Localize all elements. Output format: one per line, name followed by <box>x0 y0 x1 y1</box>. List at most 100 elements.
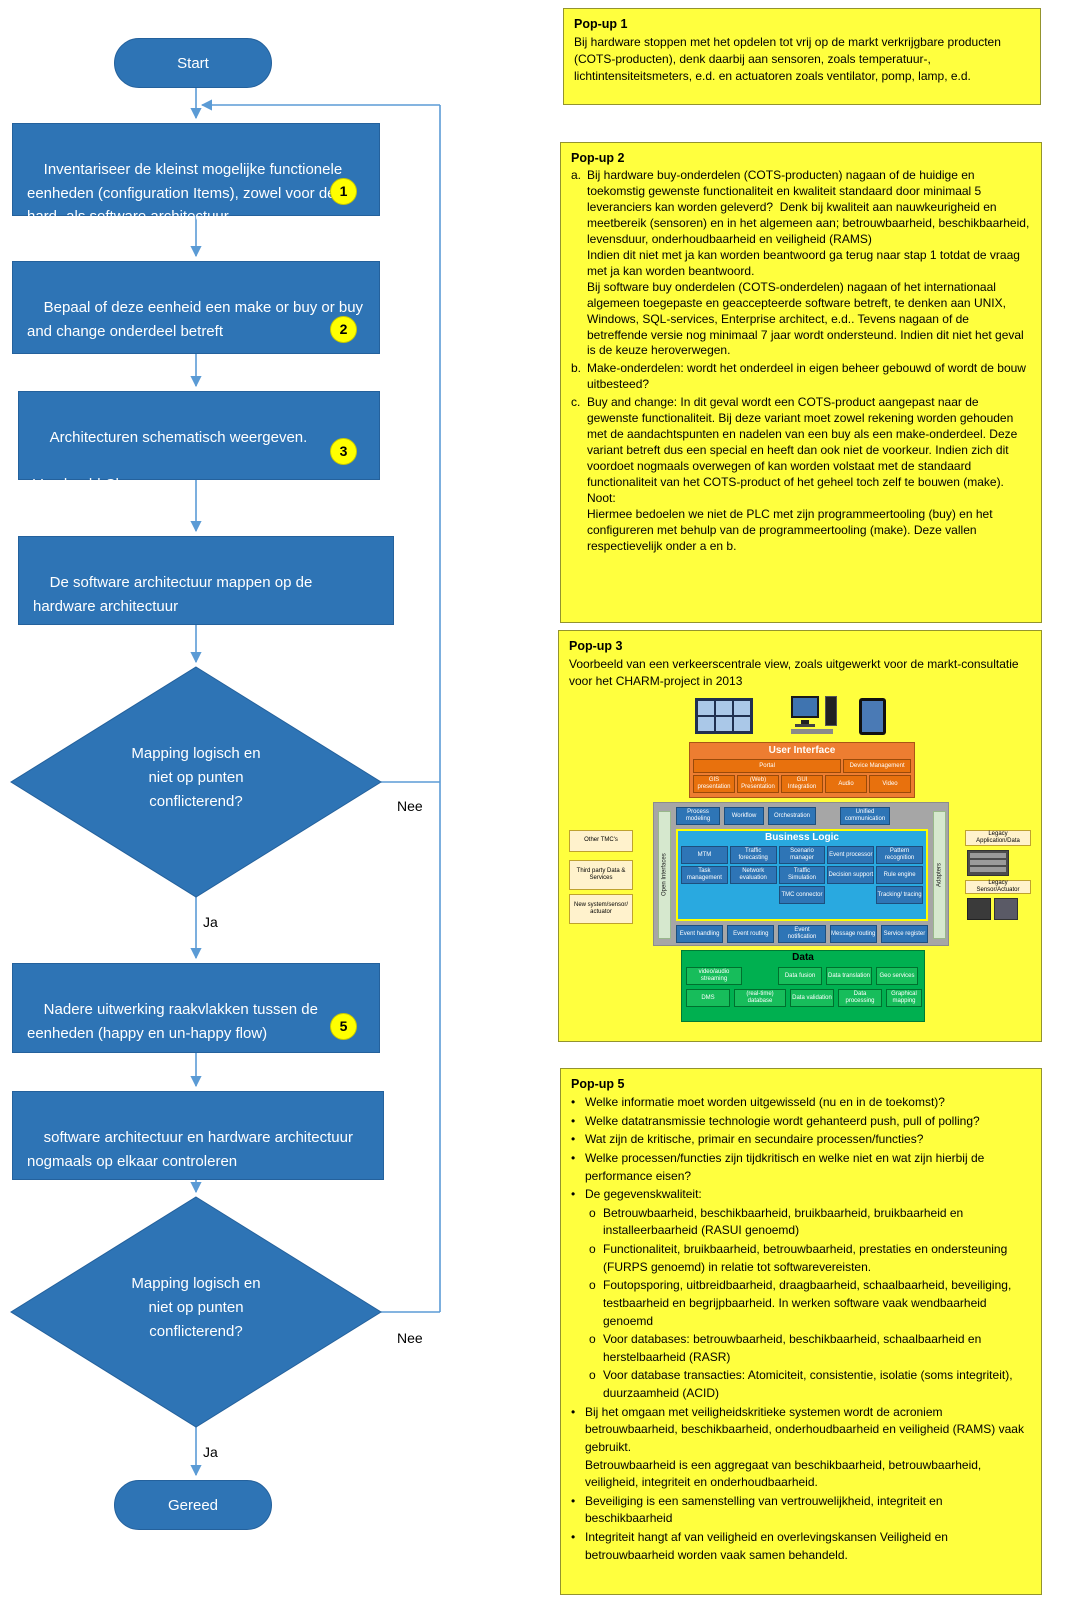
decision2-diamond <box>10 1196 382 1428</box>
popup2-item-a-text: Bij hardware buy-onderdelen (COTS-produc… <box>587 168 1030 358</box>
realtime-database-cell: (real-time) database <box>734 989 786 1008</box>
popup2-item-c-text: Buy and change: In dit geval wordt een C… <box>587 395 1018 553</box>
popup5-item: • Beveiliging is een samenstelling van v… <box>571 1493 1031 1528</box>
popup3-title: Pop-up 3 <box>569 639 623 653</box>
bullet-marker: • <box>571 1095 576 1109</box>
popup5-subitem: o Voor database transacties: Atomiciteit… <box>571 1367 1031 1402</box>
popup5-item: • De gegevenskwaliteit: <box>571 1186 1031 1204</box>
popup2-item-b-text: Make-onderdelen: wordt het onderdeel in … <box>587 361 1030 392</box>
popup2-title: Pop-up 2 <box>571 151 625 165</box>
bl-network-evaluation-cell: Network evaluation <box>729 866 777 885</box>
bullet-marker: • <box>571 1132 576 1147</box>
step4-text: De software architectuur mappen op de ha… <box>33 574 317 615</box>
bl-tmc-connector-cell: TMC connector <box>778 886 826 905</box>
bullet-marker: • <box>571 1404 576 1419</box>
step4-box: De software architectuur mappen op de ha… <box>18 536 394 625</box>
sub-bullet-marker: o <box>589 1242 596 1256</box>
event-routing-cell: Event routing <box>727 925 775 944</box>
bl-tracking-tracing-cell: Tracking/ tracing <box>876 886 923 905</box>
bl-traffic-simulation-cell: Traffic Simulation <box>778 866 826 885</box>
business-logic-grid: MTM Traffic forecasting Scenario manager… <box>678 845 926 907</box>
step2-text: Bepaal of deze eenheid een make or buy o… <box>27 299 368 340</box>
business-logic-title: Business Logic <box>765 832 839 844</box>
data-layer-title: Data <box>792 952 814 964</box>
open-interfaces-strip: Open Interfaces <box>658 811 671 940</box>
popup5-item-text: De gegevenskwaliteit: <box>585 1187 702 1202</box>
ui-portal-cell: Portal <box>693 759 842 774</box>
orchestration-cell: Orchestration <box>768 807 816 826</box>
end-node: Gereed <box>114 1480 272 1530</box>
popup5-item-text: Voor database transacties: Atomiciteit, … <box>603 1368 1016 1400</box>
sub-bullet-marker: o <box>589 1278 596 1293</box>
popup5-subitem: o Betrouwbaarheid, beschikbaarheid, brui… <box>571 1205 1031 1240</box>
third-party-data-services-box: Third party Data & Services <box>569 860 633 891</box>
step3-text: Architecturen schematisch weergeven. Voo… <box>33 429 308 493</box>
business-logic-layer: Business Logic MTM Traffic forecasting S… <box>676 829 928 922</box>
sub-bullet-marker: o <box>589 1205 596 1220</box>
popup5-item-text: Welke datatransmissie technologie wordt … <box>585 1113 980 1128</box>
user-interface-title: User Interface <box>768 745 836 757</box>
decision1-text: Mapping logisch en niet op punten confli… <box>131 745 261 810</box>
ui-web-presentation-cell: (Web) Presentation <box>737 775 779 794</box>
graphical-mapping-cell: Graphical mapping <box>886 989 922 1008</box>
start-label: Start <box>177 54 209 72</box>
sub-bullet-marker: o <box>589 1332 596 1347</box>
popup5-item-text: Integriteit hangt af van veiligheid en o… <box>585 1530 952 1562</box>
popup2-item-c: c. Buy and change: In dit geval wordt ee… <box>571 395 1031 555</box>
decision2-ja-label: Ja <box>203 1444 218 1460</box>
event-handling-cell: Event handling <box>676 925 724 944</box>
process-modeling-cell: Process modeling <box>676 807 720 826</box>
service-register-cell: Service register <box>880 925 929 944</box>
end-label: Gereed <box>167 1496 219 1514</box>
step2-box: Bepaal of deze eenheid een make or buy o… <box>12 261 380 354</box>
bullet-marker: • <box>571 1493 576 1508</box>
decision2-text: Mapping logisch en niet op punten confli… <box>131 1275 261 1340</box>
other-tmcs-box: Other TMC's <box>569 830 633 853</box>
popup5-item-text: Betrouwbaarheid, beschikbaarheid, bruikb… <box>603 1205 967 1238</box>
video-audio-streaming-cell: video/audio streaming <box>686 967 742 986</box>
control-room-image <box>695 698 753 735</box>
step3-badge: 3 <box>330 438 357 465</box>
adapters-strip: Adapters <box>933 811 946 940</box>
step1-text: Inventariseer de kleinst mogelijke funct… <box>27 161 343 225</box>
popup5-item-text: Functionaliteit, bruikbaarheid, betrouwb… <box>603 1242 1011 1274</box>
message-routing-cell: Message routing <box>829 925 877 944</box>
legacy-application-data-box: Legacy Application/Data <box>965 830 1031 847</box>
popup5-item-text: Welke processen/functies zijn tijdkritis… <box>585 1150 988 1183</box>
ui-device-management-cell: Device Management <box>843 759 911 774</box>
bullet-marker: • <box>571 1113 576 1128</box>
user-interface-layer: User Interface Portal Device Management … <box>689 742 915 799</box>
middleware-layer: Open Interfaces Adapters Process modelin… <box>653 802 949 947</box>
desktop-computer-image <box>791 696 837 736</box>
step6-box: software architectuur en hardware archit… <box>12 1091 384 1180</box>
popup5-item: • Integriteit hangt af van veiligheid en… <box>571 1529 1031 1564</box>
decision1-nee-label: Nee <box>397 798 423 814</box>
step1-badge: 1 <box>330 178 357 205</box>
step6-text: software architectuur en hardware archit… <box>27 1129 358 1170</box>
popup2-item-a: a. Bij hardware buy-onderdelen (COTS-pro… <box>571 168 1031 359</box>
popup5-item-text: Beveiliging is een samenstelling van ver… <box>585 1493 946 1526</box>
decision2-nee-label: Nee <box>397 1330 423 1346</box>
step5-text: Nadere uitwerking raakvlakken tussen de … <box>27 1001 323 1042</box>
popup5-subitem: o Functionaliteit, bruikbaarheid, betrou… <box>571 1241 1031 1276</box>
data-fusion-cell: Data fusion <box>778 967 822 986</box>
bl-pattern-recognition-cell: Pattern recognition <box>876 846 923 865</box>
bl-mtm-cell: MTM <box>681 846 728 865</box>
ui-gui-integration-cell: GUI Integration <box>781 775 823 794</box>
architecture-diagram: User Interface Portal Device Management … <box>569 696 1031 1028</box>
popup-5: Pop-up 5 • Welke informatie moet worden … <box>560 1068 1042 1595</box>
popup5-item-text: Wat zijn de kritische, primair en secund… <box>585 1132 924 1147</box>
decision1-ja-label: Ja <box>203 914 218 930</box>
legacy-sensor-actuator-box: Legacy Sensor/Actuator <box>965 880 1031 895</box>
bl-scenario-manager-cell: Scenario manager <box>778 846 826 865</box>
sub-bullet-marker: o <box>589 1368 596 1383</box>
popup5-item-text: Foutopsporing, uitbreidbaarheid, draagba… <box>603 1278 1015 1328</box>
event-service-row: Event handling Event routing Event notif… <box>676 925 929 944</box>
popup1-body: Bij hardware stoppen met het opdelen tot… <box>574 35 1005 84</box>
popup2-item-a-label: a. <box>571 168 582 182</box>
new-system-sensor-actuator-box: New system/sensor/ actuator <box>569 894 633 925</box>
step5-box: Nadere uitwerking raakvlakken tussen de … <box>12 963 380 1053</box>
bullet-marker: • <box>571 1150 576 1165</box>
